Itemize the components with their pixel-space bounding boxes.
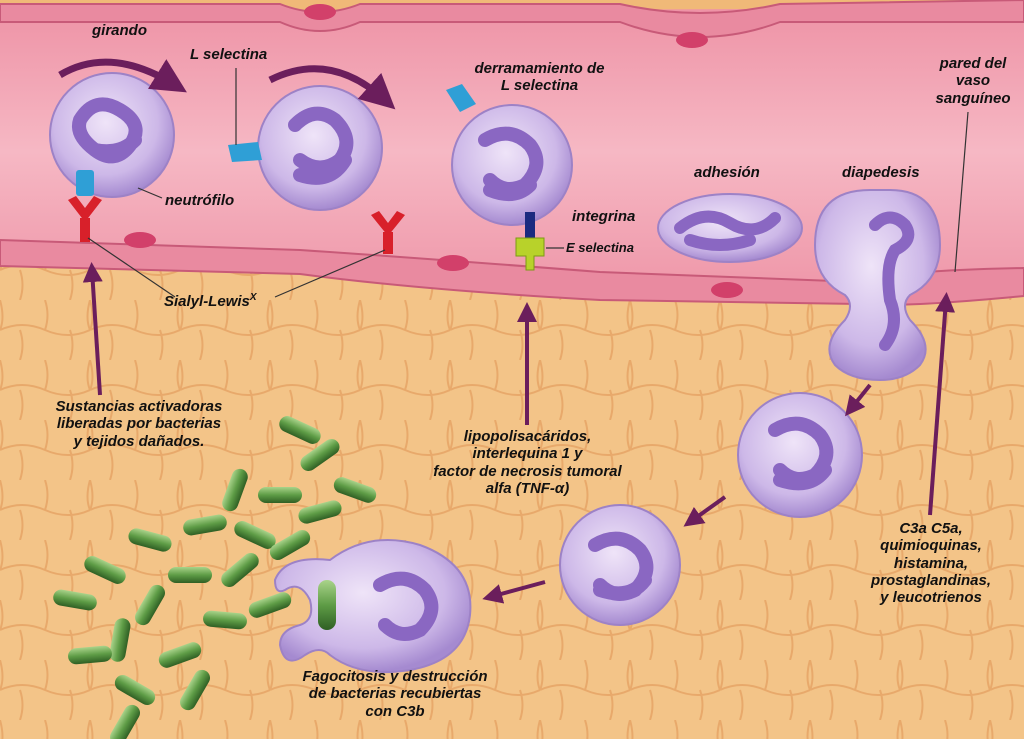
label-chemo-line4: prostaglandinas,: [870, 571, 992, 589]
label-shedding: derramamiento de L selectina: [452, 60, 627, 95]
label-activators-line3: y tejidos dañados.: [73, 432, 205, 450]
sialyl-lewis-x-1: [68, 196, 102, 242]
label-chemo-line5: y leucotrienos: [880, 589, 982, 606]
sialyl-lewis-leader-1: [87, 237, 176, 298]
label-activators: Sustancias activadoras liberadas por bac…: [14, 398, 264, 450]
endothelial-nucleus-top-2: [676, 32, 708, 48]
label-chemo-line2: quimioquinas,: [880, 537, 982, 555]
neutrophil-diapedesis: [813, 189, 942, 382]
migration-arrow-3: [482, 580, 546, 604]
l-selectin-bound: [76, 170, 94, 196]
label-vessel-wall-line2: vaso: [955, 72, 991, 90]
label-sialyl-lewis-sup: X: [249, 292, 257, 303]
neutrophil-phagocytosing: [273, 539, 472, 674]
label-chemo-line3: histamina,: [893, 554, 969, 572]
neutrophil-shedding: [451, 104, 573, 226]
rolling-arrow-2: [268, 65, 396, 110]
endothelial-nucleus-bottom-3: [711, 282, 743, 298]
label-vessel-wall: pared del vaso sanguíneo: [918, 55, 1024, 107]
neutrophil-adhesion: [657, 193, 803, 263]
vessel-wall-top: [0, 0, 1024, 38]
label-phagocytosis: Fagocitosis y destrucción de bacterias r…: [275, 668, 515, 720]
label-shedding-line2: L selectina: [500, 77, 579, 95]
endothelial-nucleus-top-1: [304, 4, 336, 20]
label-cytokines: lipopolisacáridos, interlequina 1 y fact…: [400, 428, 655, 497]
neutrophil-rolling-2: [257, 85, 383, 211]
label-l-selectin: L selectina: [190, 46, 268, 63]
neutrophil-leader: [137, 187, 163, 199]
label-vessel-wall-line3: sanguíneo: [935, 89, 1011, 107]
e-selectin: [515, 237, 545, 271]
migration-arrow-2: [683, 495, 727, 527]
label-diapedesis: diapedesis: [842, 164, 920, 181]
neutrophil-migrating-1: [737, 392, 863, 518]
label-phago-line1: Fagocitosis y destrucción: [302, 668, 488, 685]
label-phago-line3: con C3b: [365, 702, 425, 720]
label-cytokines-line4: alfa (TNF-α): [485, 479, 570, 497]
label-sialyl-lewis-text: Sialyl-Lewis: [164, 293, 250, 310]
label-adhesion: adhesión: [694, 164, 760, 181]
label-chemo-line1: C3a C5a,: [899, 520, 963, 537]
neutrophil-migrating-2: [559, 504, 681, 626]
l-selectin-shed: [446, 84, 476, 112]
label-chemo: C3a C5a, quimioquinas, histamina, prosta…: [846, 520, 1016, 606]
label-cytokines-line2: interlequina 1 y: [472, 445, 583, 463]
migration-arrow-1: [845, 383, 872, 417]
l-selectin: [228, 142, 262, 162]
integrin: [525, 212, 535, 238]
label-neutrophil: neutrófilo: [165, 192, 235, 209]
label-rolling: girando: [92, 22, 147, 39]
label-integrin: integrina: [572, 208, 636, 225]
neutrophil-rolling-1: [49, 72, 175, 198]
bacteria-cluster: [53, 416, 377, 739]
activators-arrow: [82, 262, 103, 396]
label-cytokines-line1: lipopolisacáridos,: [463, 428, 592, 445]
label-vessel-wall-line1: pared del: [939, 55, 1007, 72]
rolling-arrow-1: [58, 58, 187, 93]
sialyl-lewis-x-2: [371, 211, 405, 254]
chemokines-arrow: [928, 292, 956, 516]
label-activators-line2: liberadas por bacterias: [56, 415, 222, 433]
label-e-selectin: E selectina: [566, 240, 634, 255]
label-phago-line2: de bacterias recubiertas: [308, 685, 482, 703]
endothelial-nucleus-bottom-2: [437, 255, 469, 271]
endothelial-nucleus-bottom-1: [124, 232, 156, 248]
label-activators-line1: Sustancias activadoras: [55, 398, 223, 415]
label-shedding-line1: derramamiento de: [474, 60, 605, 77]
label-sialyl-lewis: Sialyl-LewisX: [164, 292, 257, 310]
sialyl-lewis-leader-2: [274, 249, 386, 298]
label-cytokines-line3: factor de necrosis tumoral: [433, 462, 622, 480]
vessel-wall-leader: [954, 111, 969, 273]
